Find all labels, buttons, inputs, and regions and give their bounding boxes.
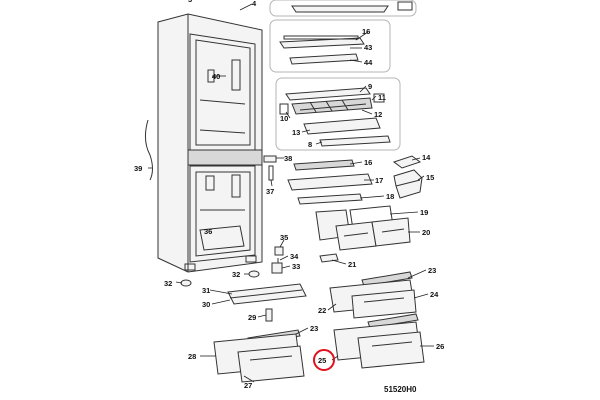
callout-30: 30 — [202, 300, 210, 309]
hinge-38 — [263, 155, 277, 163]
callout-labels: 3 4 40 16 43 44 9 11 10 12 13 8 38 37 39… — [134, 0, 444, 390]
shelf-group-lower — [287, 159, 373, 205]
callout-25: 25 — [318, 356, 326, 365]
callout-4: 4 — [252, 0, 257, 8]
callout-12: 12 — [374, 110, 382, 119]
highlight-circle — [313, 349, 335, 371]
freezer-drawer-upper — [329, 271, 417, 319]
leader-lines — [148, 3, 434, 383]
door-seal-39 — [144, 119, 153, 181]
callout-21: 21 — [348, 260, 356, 269]
shelf-group-middle — [275, 77, 401, 151]
clip-33 — [271, 262, 283, 274]
part-21 — [319, 253, 339, 263]
box-15 — [393, 169, 423, 199]
callout-44: 44 — [364, 58, 373, 67]
freezer-drawer-lower — [333, 313, 425, 369]
callout-36: 36 — [204, 227, 212, 236]
callout-13: 13 — [292, 128, 300, 137]
crisper-drawer-20 — [335, 217, 411, 251]
callout-10: 10 — [280, 114, 288, 123]
foot-32-right — [248, 270, 260, 278]
callout-3: 3 — [188, 0, 192, 4]
callout-39: 39 — [134, 164, 142, 173]
diagram-code: 51520H0 — [384, 385, 417, 394]
glass-shelf-group-upper — [269, 19, 391, 73]
callout-23-upper: 23 — [428, 266, 436, 275]
callout-26: 26 — [436, 342, 444, 351]
callout-22: 22 — [318, 306, 326, 315]
callout-38: 38 — [284, 154, 292, 163]
callout-28: 28 — [188, 352, 196, 361]
callout-43: 43 — [364, 43, 372, 52]
callout-32-left: 32 — [164, 279, 172, 288]
freezer-drawer-bottom-left — [213, 329, 305, 383]
foot-32-left — [180, 279, 192, 287]
callout-32-right: 32 — [232, 270, 240, 279]
callout-8: 8 — [308, 140, 312, 149]
callout-16-upper: 16 — [362, 27, 370, 36]
plug-29 — [265, 308, 273, 322]
bracket-37 — [268, 165, 274, 181]
callout-35: 35 — [280, 233, 288, 242]
clip-35 — [274, 246, 284, 256]
callout-31: 31 — [202, 286, 210, 295]
fridge-cabinet — [157, 13, 263, 273]
callout-15: 15 — [426, 173, 434, 182]
callout-40: 40 — [212, 72, 220, 81]
callout-16-lower: 16 — [364, 158, 372, 167]
callout-19: 19 — [420, 208, 428, 217]
callout-9: 9 — [368, 82, 372, 91]
callout-17: 17 — [375, 176, 383, 185]
callout-18: 18 — [386, 192, 394, 201]
cover-30 — [227, 283, 307, 305]
callout-11: 11 — [378, 93, 386, 102]
callout-20: 20 — [422, 228, 430, 237]
box-14 — [392, 155, 422, 169]
callout-24: 24 — [430, 290, 439, 299]
callout-34: 34 — [290, 252, 299, 261]
callout-37: 37 — [266, 187, 274, 196]
callout-29: 29 — [248, 313, 256, 322]
callout-23-lower: 23 — [310, 324, 318, 333]
callout-14: 14 — [422, 153, 431, 162]
callout-27: 27 — [244, 381, 252, 390]
top-shelf-group — [269, 0, 417, 17]
callout-33: 33 — [292, 262, 300, 271]
